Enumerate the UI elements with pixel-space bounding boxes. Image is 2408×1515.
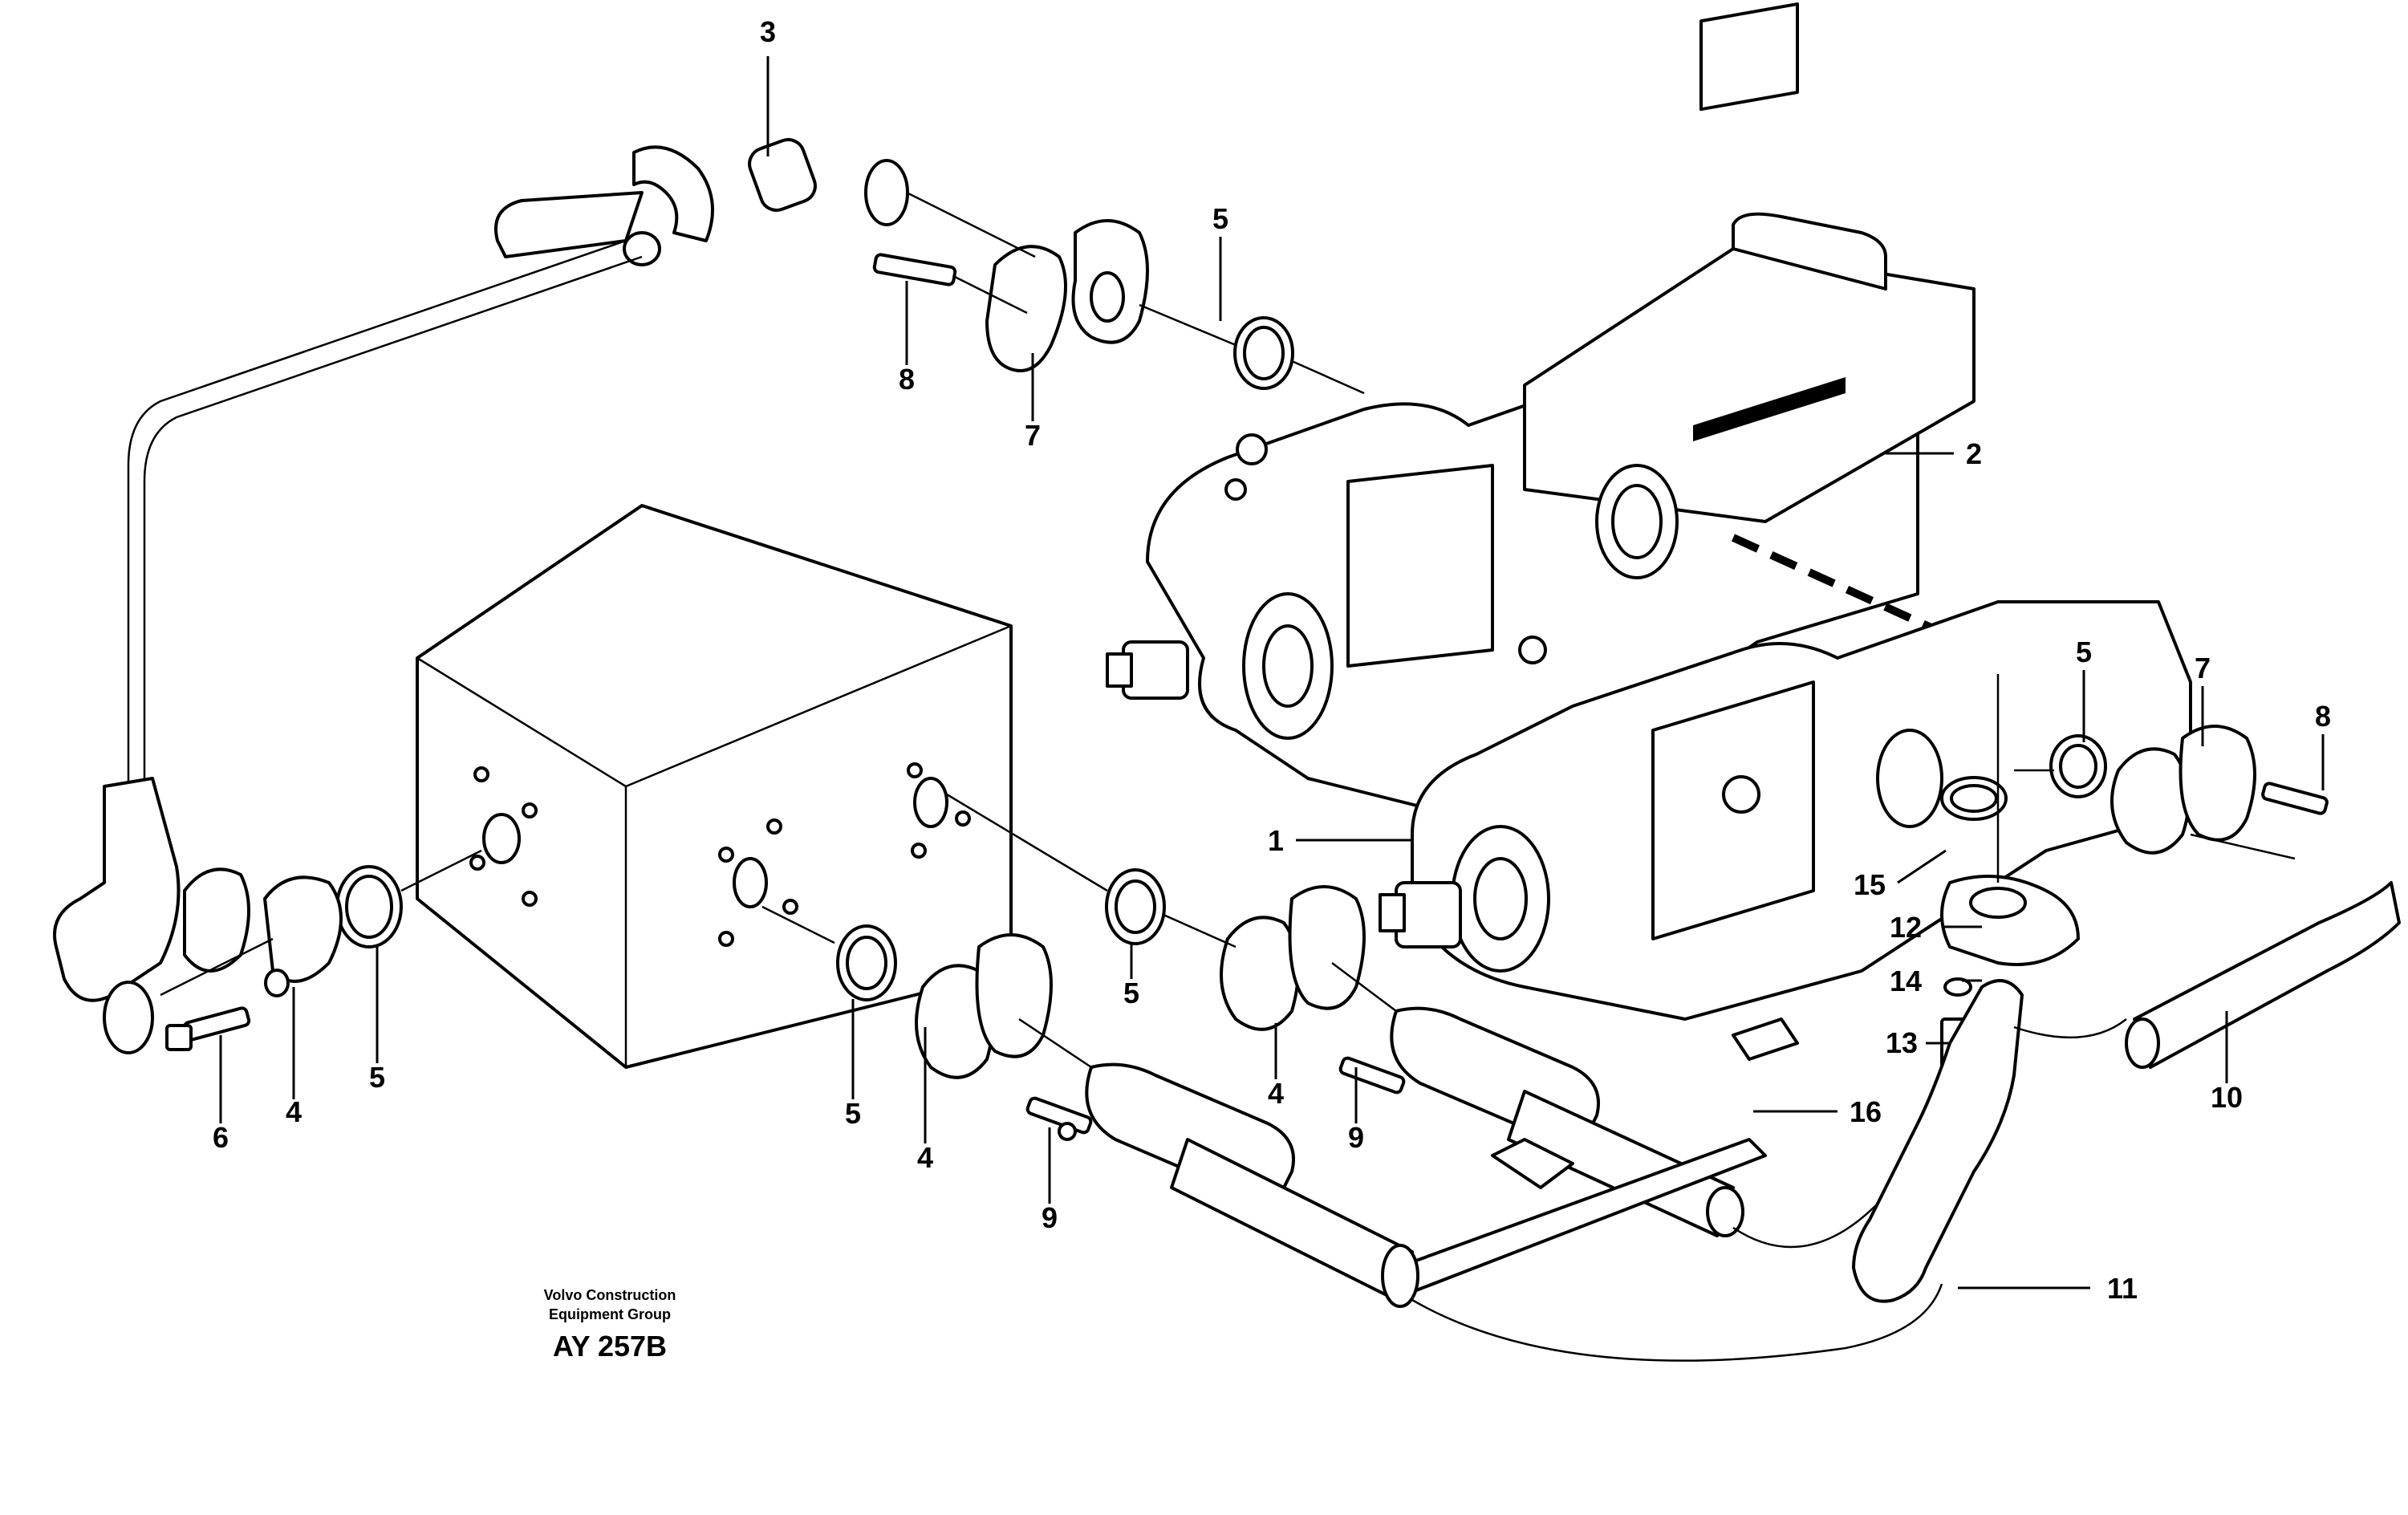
callout-5-left: 5	[369, 1061, 385, 1094]
callout-12: 12	[1890, 911, 1922, 944]
callout-4-left: 4	[286, 1095, 302, 1128]
diagram-caption: Volvo Construction Equipment Group AY 25…	[544, 1287, 676, 1363]
callout-5-top: 5	[1212, 202, 1228, 235]
callout-4-right: 4	[1268, 1077, 1284, 1110]
callout-7-right: 7	[2195, 652, 2211, 684]
callout-9-center: 9	[1348, 1121, 1364, 1154]
pump-2	[1106, 2, 1976, 812]
callout-13: 13	[1886, 1026, 1918, 1059]
callout-2: 2	[1966, 437, 1982, 470]
callout-9-bottom: 9	[1042, 1201, 1058, 1234]
callout-6: 6	[213, 1121, 229, 1154]
callout-5-right: 5	[2076, 636, 2092, 668]
caption-line-1: Volvo Construction	[544, 1287, 676, 1303]
callout-11: 11	[2107, 1272, 2138, 1305]
callout-16: 16	[1850, 1095, 1882, 1128]
upper-flange-clamp-group	[872, 191, 1365, 395]
callout-7-top: 7	[1025, 419, 1041, 452]
pump-1	[1379, 600, 2192, 1021]
leader-lines	[219, 56, 2325, 1290]
callout-10: 10	[2211, 1081, 2243, 1114]
hose-3-assembly	[53, 138, 909, 1054]
callout-15: 15	[1854, 868, 1886, 901]
callout-8-top: 8	[899, 363, 915, 396]
caption-line-2: Equipment Group	[549, 1306, 671, 1322]
valve-block	[416, 504, 1013, 1069]
caption-code: AY 257B	[553, 1330, 667, 1363]
callout-14: 14	[1890, 965, 1922, 997]
hose-strap-assembly	[1170, 1017, 1943, 1362]
callout-8-right: 8	[2315, 700, 2331, 733]
callout-5-center-right: 5	[1123, 977, 1139, 1009]
callout-3: 3	[760, 15, 776, 48]
callout-4-center: 4	[917, 1141, 933, 1174]
callout-5-center: 5	[845, 1097, 861, 1130]
callout-1: 1	[1268, 824, 1284, 857]
callout-numbers: 1 2 3 4 4 4 5 5 5 5 5 6 7 7 8 8 9 9 10 1…	[213, 15, 2331, 1305]
left-flange-group	[160, 849, 482, 1051]
right-flange-group	[1852, 674, 2401, 1303]
